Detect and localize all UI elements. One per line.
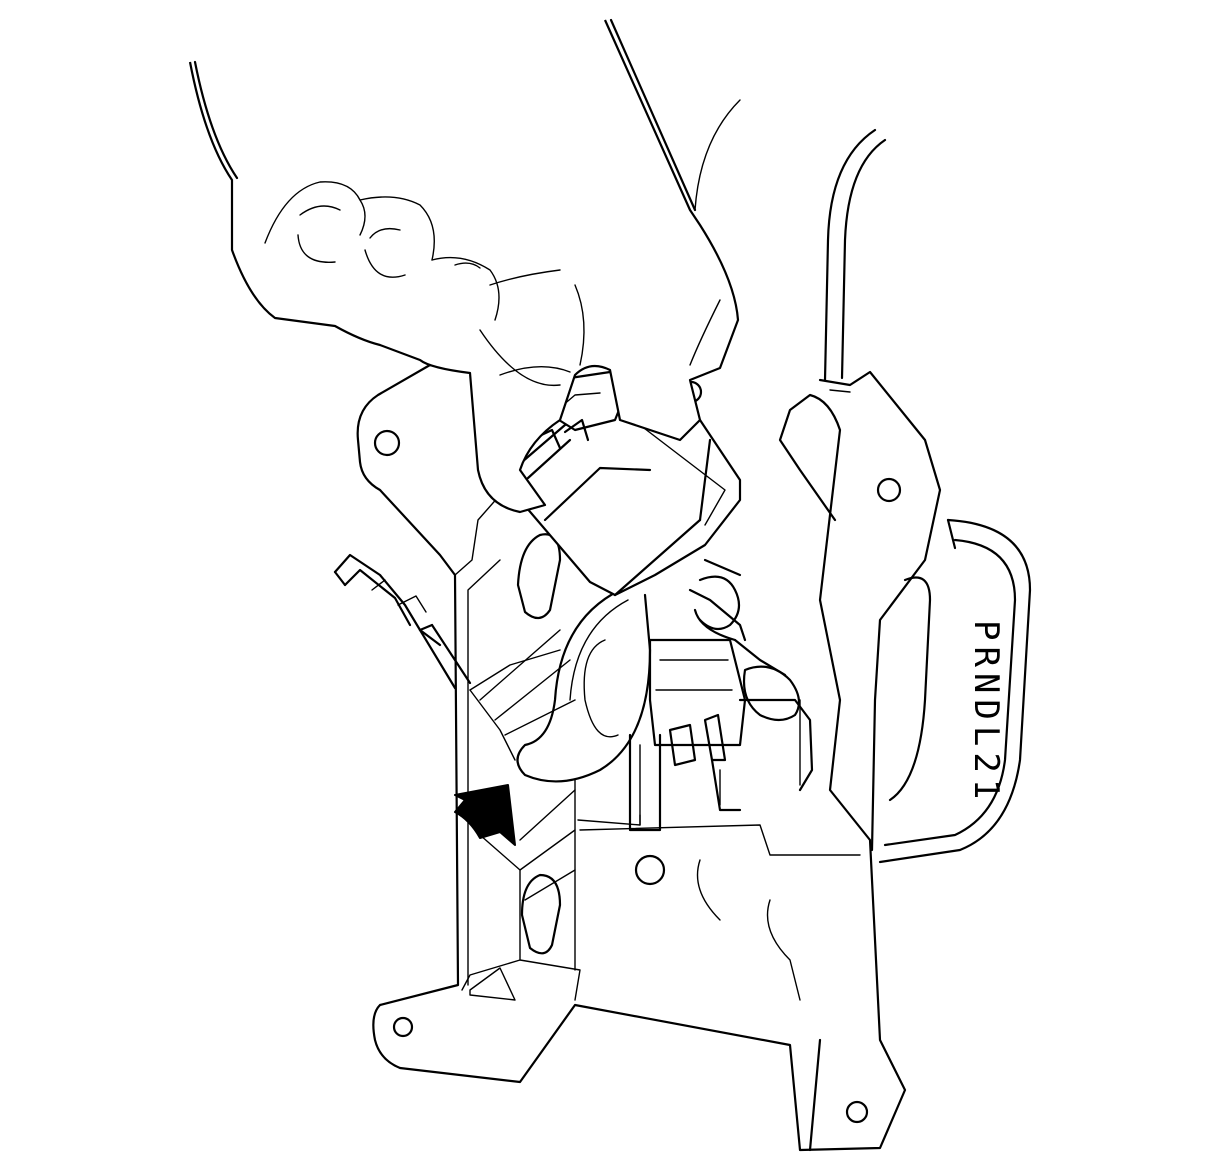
- mount-hole: [876, 477, 902, 503]
- technician-hand: [188, 18, 741, 514]
- solenoid-electrical-connector: [513, 370, 742, 597]
- wiring-harness-connector: [333, 553, 472, 690]
- shift-gate-indicator: PRNDL21: [878, 518, 1032, 864]
- mount-hole: [634, 854, 666, 886]
- shifter-base-bracket: [356, 363, 907, 1152]
- shift-lock-solenoid-mechanism: [516, 558, 814, 832]
- arrow-icon: [454, 784, 516, 846]
- gate-position-letters: PRNDL21: [966, 620, 1006, 805]
- mount-hole: [392, 1016, 414, 1038]
- mount-hole: [845, 1100, 869, 1124]
- shifter-side-strap: [818, 128, 942, 852]
- mount-hole: [373, 429, 401, 457]
